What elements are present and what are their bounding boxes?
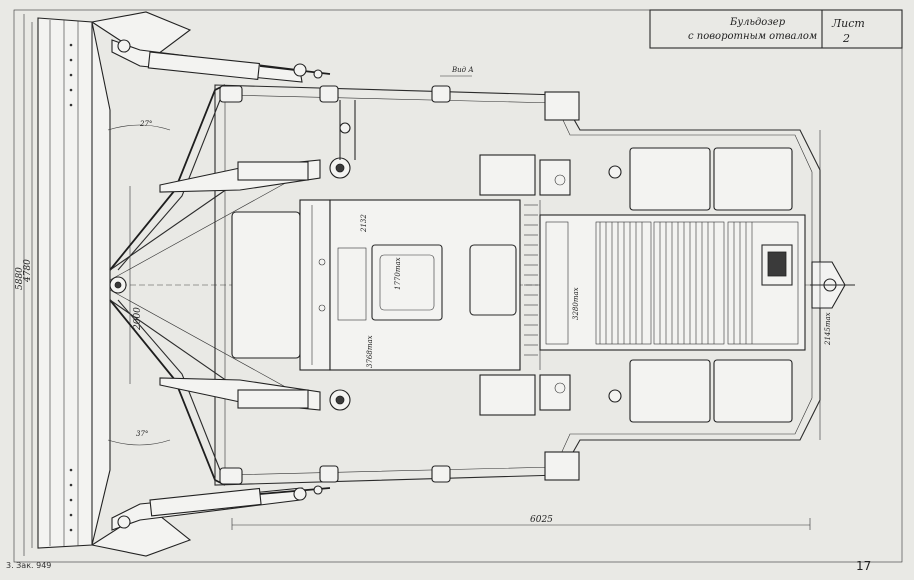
title-line-1: Бульдозер [729, 17, 786, 28]
lower-lift-cylinder [159, 377, 351, 411]
footer-left: 3. Зак. 949 [6, 561, 51, 570]
dim-cab-a: 2132 [360, 214, 368, 233]
sheet-label: Лист [831, 17, 865, 30]
angle-bottom-label: 37° [136, 430, 148, 438]
upper-lift-cylinder [159, 100, 356, 193]
dim-cab-height: 3768max [366, 335, 374, 368]
view-label: Вид А [451, 66, 474, 74]
dim-overall-length: 6025 [530, 515, 553, 525]
dim-blade-inner: 4780 [23, 259, 33, 283]
overall-length-dimension: 6025 [231, 515, 811, 530]
engine-hood: 3280max [539, 214, 806, 351]
rear-fenders [608, 147, 793, 423]
sheet-border [13, 9, 903, 563]
angle-top-label: 27° [139, 120, 152, 128]
page-number: 17 [856, 559, 871, 573]
title-line-2: с поворотным отвалом [688, 31, 817, 42]
upper-tanks [479, 154, 571, 416]
dim-blade-width: 5880 [15, 267, 25, 290]
cabin: 2132 1770max 3768max [329, 199, 541, 371]
dim-cab-b: 1770max [394, 257, 402, 290]
dim-track-width: 2145max [824, 312, 832, 346]
blade [37, 11, 192, 557]
track-width-dimension: 2145max [819, 130, 832, 440]
upper-tilt-cylinder [111, 39, 331, 83]
title-block: Бульдозер с поворотным отвалом Лист 2 [649, 9, 903, 49]
lower-tilt-cylinder [111, 485, 331, 531]
dim-engine-hood: 3280max [572, 287, 580, 320]
sheet-number: 2 [842, 32, 850, 45]
radiator-unit [231, 199, 331, 371]
rear-hitch [810, 261, 855, 309]
